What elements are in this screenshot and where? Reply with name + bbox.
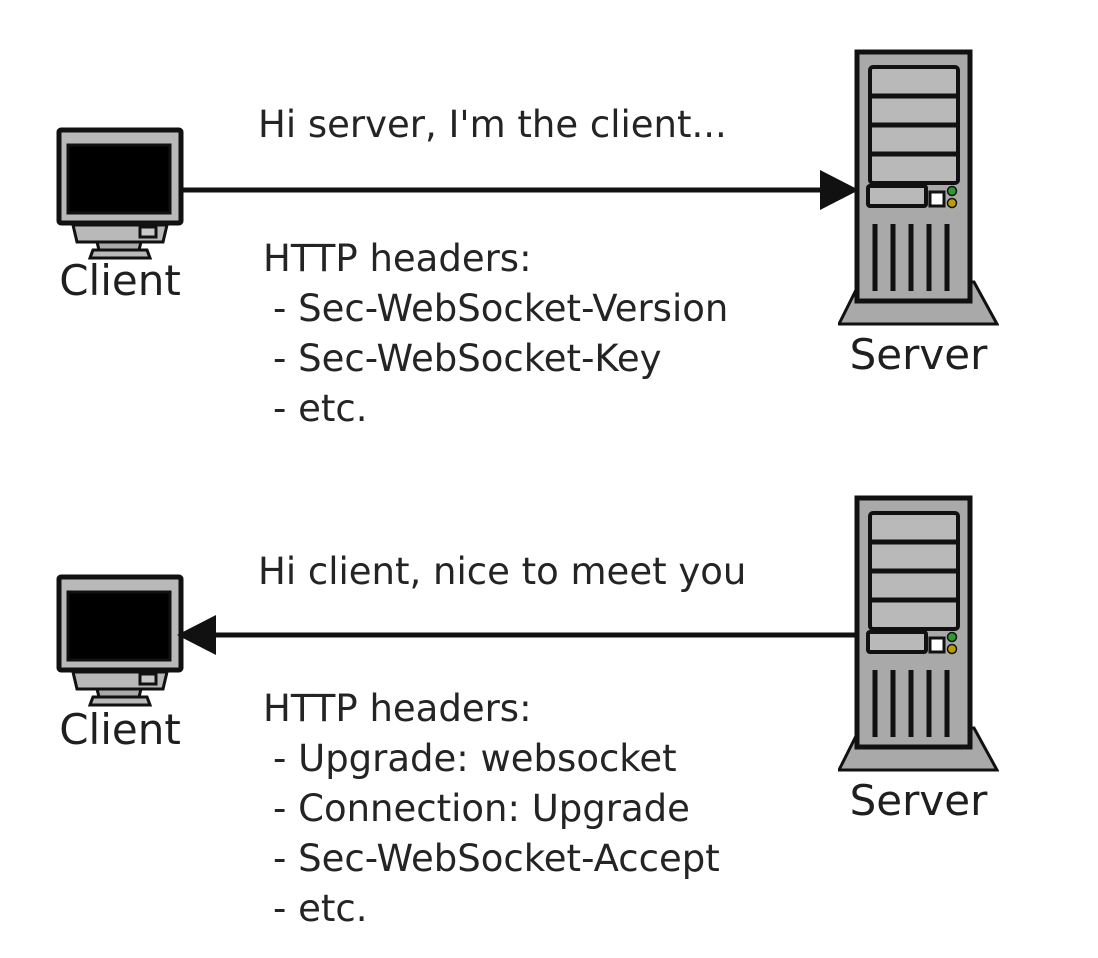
client-label: Client: [59, 705, 181, 754]
http-header-item: - Sec-WebSocket-Key: [273, 337, 662, 380]
server-label: Server: [849, 776, 988, 825]
http-header-item: - Connection: Upgrade: [273, 787, 690, 830]
http-header-item: - etc.: [273, 887, 368, 930]
tower-server-icon: [838, 494, 999, 772]
request-headers-list: HTTP headers: - Sec-WebSocket-Version - …: [263, 234, 728, 434]
http-headers-title: HTTP headers:: [263, 237, 532, 280]
http-header-item: - Sec-WebSocket-Accept: [273, 837, 720, 880]
http-header-item: - Sec-WebSocket-Version: [273, 287, 729, 330]
request-message-text: Hi server, I'm the client...: [258, 103, 727, 146]
tower-server-icon: [838, 48, 999, 326]
arrow-right-icon: [183, 170, 859, 210]
response-message-text: Hi client, nice to meet you: [258, 550, 747, 593]
arrow-left-icon: [177, 615, 862, 655]
server-label: Server: [849, 330, 988, 379]
desktop-computer-icon: [55, 573, 185, 707]
http-header-item: - Upgrade: websocket: [273, 737, 677, 780]
desktop-computer-icon: [55, 126, 185, 260]
http-header-item: - etc.: [273, 387, 368, 430]
client-label: Client: [59, 256, 181, 305]
response-headers-list: HTTP headers: - Upgrade: websocket - Con…: [263, 684, 720, 934]
http-headers-title: HTTP headers:: [263, 687, 532, 730]
